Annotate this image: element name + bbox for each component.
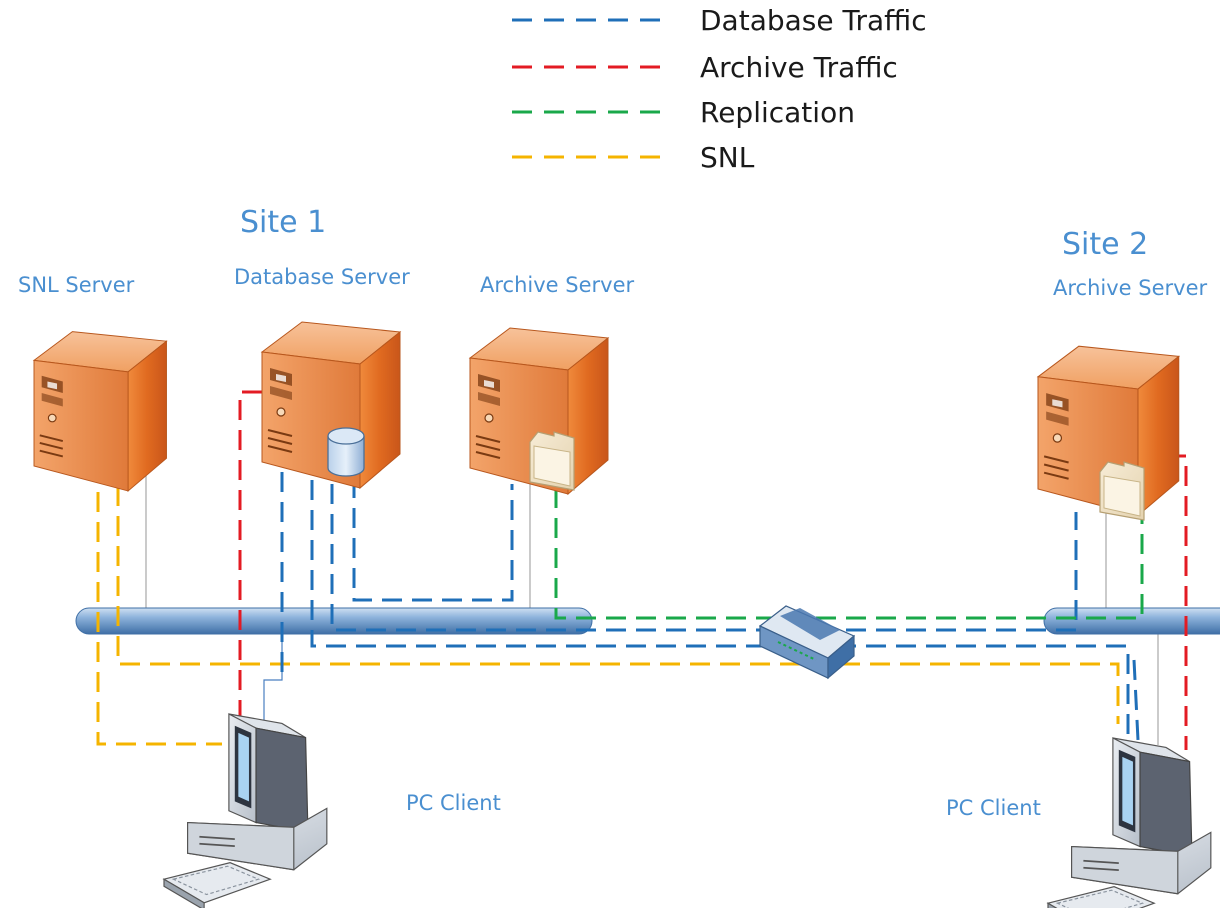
legend-item-snl: SNL — [512, 141, 755, 174]
database-traffic-line-2 — [310, 480, 1130, 740]
site-1-title: Site 1 — [240, 205, 326, 240]
archive-folder-icon-site-1 — [529, 431, 575, 491]
backbone-site-2 — [1043, 607, 1220, 635]
pc-client-1-label: PC Client — [406, 791, 501, 815]
archive-server-2-label: Archive Server — [1053, 276, 1207, 300]
legend: Database Traffic Archive Traffic Replica… — [512, 4, 927, 174]
legend-item-database-traffic: Database Traffic — [512, 4, 927, 37]
backbone-site-1 — [75, 607, 593, 635]
legend-item-replication: Replication — [512, 96, 855, 129]
database-traffic-line-5 — [1132, 659, 1140, 741]
database-cylinder-icon — [327, 427, 365, 477]
legend-label-snl: SNL — [700, 141, 755, 174]
archive-traffic-line-site-2 — [1166, 454, 1188, 750]
legend-label-archive-traffic: Archive Traffic — [700, 51, 898, 84]
legend-label-database-traffic: Database Traffic — [700, 4, 927, 37]
snl-traffic-line-2 — [116, 486, 1120, 724]
archive-server-1-label: Archive Server — [480, 273, 634, 297]
pc-client-2-icon — [1047, 737, 1212, 908]
snl-traffic-line-1 — [96, 492, 222, 746]
network-router-icon — [758, 605, 856, 680]
link-pc-client-1 — [263, 634, 283, 722]
database-server-label: Database Server — [234, 265, 410, 289]
snl-server-icon — [33, 330, 168, 492]
database-traffic-line-4 — [352, 478, 514, 602]
site-2-title: Site 2 — [1062, 227, 1148, 262]
legend-label-replication: Replication — [700, 96, 855, 129]
database-traffic-line-3 — [330, 484, 1078, 632]
replication-traffic-line — [554, 488, 1144, 620]
snl-server-label: SNL Server — [18, 273, 135, 297]
pc-client-2-label: PC Client — [946, 796, 1041, 820]
network-backbone — [75, 607, 1220, 635]
archive-folder-icon-site-2 — [1099, 461, 1145, 521]
legend-item-archive-traffic: Archive Traffic — [512, 51, 898, 84]
archive-traffic-line-site-1 — [238, 390, 262, 716]
traffic-lines — [96, 390, 1188, 750]
physical-links — [145, 468, 1159, 745]
